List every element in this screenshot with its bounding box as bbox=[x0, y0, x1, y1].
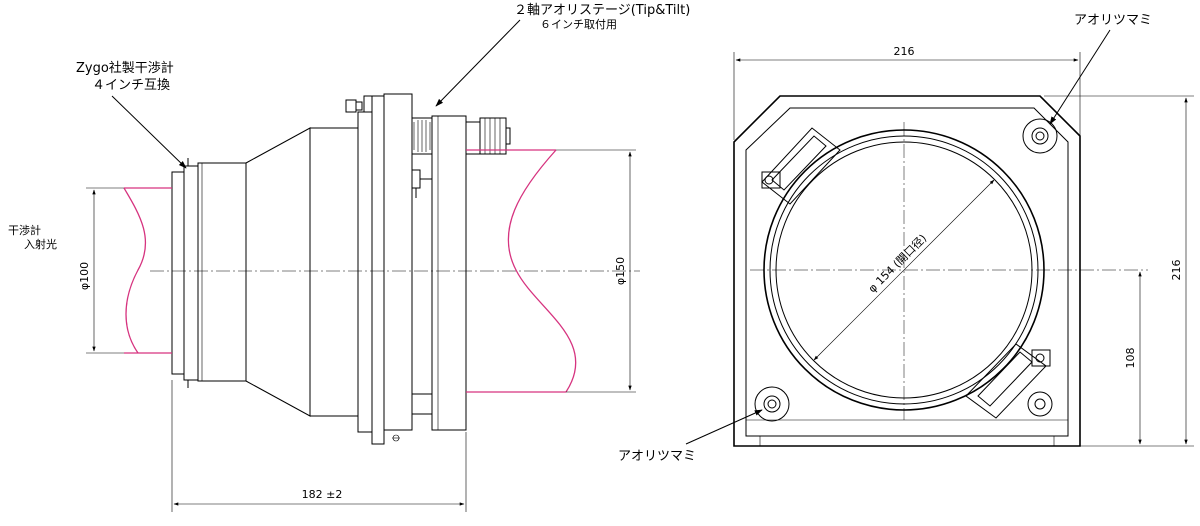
tilt-knob-bottom-right bbox=[1027, 391, 1053, 417]
top-bolt-left bbox=[345, 99, 357, 113]
front-cylinder bbox=[197, 162, 247, 382]
stage-thick-plate bbox=[383, 93, 413, 431]
input-wavefront bbox=[123, 187, 147, 354]
clamp-screw-top bbox=[764, 175, 774, 185]
label-stage-line1: ２軸アオリステージ(Tip&Tilt) bbox=[514, 3, 690, 18]
label-input-line2: 入射光 bbox=[24, 237, 57, 251]
large-barrel bbox=[309, 127, 359, 417]
zygo-mount-ring bbox=[183, 165, 199, 381]
leader-knob-top bbox=[1049, 29, 1111, 125]
leader-zygo bbox=[111, 95, 187, 169]
label-input-line1: 干渉計 bbox=[8, 223, 41, 237]
side-view: φ100 φ150 182 ±2 ２軸アオリステージ(Tip&Tilt) ６イン… bbox=[8, 3, 690, 512]
label-knob-top: アオリツマミ bbox=[1074, 13, 1152, 28]
clamp-bottom-right bbox=[965, 343, 1051, 419]
top-bolt-right bbox=[363, 95, 373, 113]
side-adjuster bbox=[411, 169, 421, 189]
adjuster-spring bbox=[411, 117, 433, 155]
output-wavefront bbox=[507, 149, 577, 393]
aperture-label: φ 154 (開口径) bbox=[866, 232, 930, 296]
label-zygo-line1: Zygo社製干渉計 bbox=[76, 60, 174, 76]
clamp-top-left bbox=[761, 127, 841, 205]
dim-phi100: φ100 bbox=[78, 262, 91, 290]
tilt-knob-collar bbox=[465, 121, 481, 155]
leader-stage bbox=[435, 19, 521, 107]
stage-front-plate bbox=[431, 115, 467, 431]
label-stage-line2: ６インチ取付用 bbox=[540, 18, 617, 31]
dim-height: 216 bbox=[1170, 260, 1183, 281]
tilt-knob-bottom-left bbox=[754, 386, 790, 422]
dim-phi150: φ150 bbox=[614, 257, 627, 285]
stage-back-plate bbox=[357, 111, 373, 433]
stage-mid-plate bbox=[371, 95, 385, 445]
front-view: φ 154 (開口径) bbox=[618, 13, 1194, 464]
conical-expander bbox=[245, 127, 311, 417]
dim-center-height: 108 bbox=[1124, 348, 1137, 369]
front-inner-plate bbox=[745, 107, 1069, 437]
zygo-mount-flange bbox=[171, 171, 185, 375]
tilt-knob bbox=[479, 117, 507, 155]
leader-knob-bottom bbox=[685, 409, 763, 445]
dim-length: 182 ±2 bbox=[302, 488, 343, 501]
dim-width: 216 bbox=[894, 45, 915, 58]
clamp-screw-bottom bbox=[1035, 353, 1045, 363]
label-zygo-line2: ４インチ互換 bbox=[92, 78, 170, 93]
dim-line-aperture bbox=[813, 179, 995, 361]
tilt-knob-top-right bbox=[1022, 118, 1058, 154]
label-knob-bottom: アオリツマミ bbox=[618, 449, 696, 464]
